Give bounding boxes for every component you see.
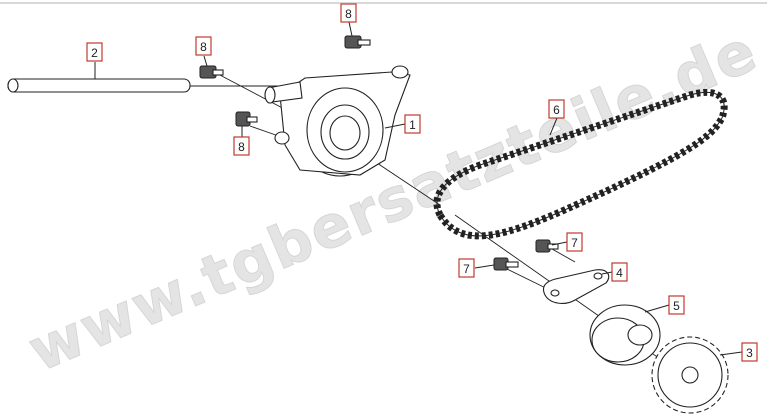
leader-lines: [94, 21, 743, 356]
bolt-part-7a: [535, 239, 559, 253]
bolt-part-7b: [493, 257, 519, 271]
svg-text:7: 7: [571, 236, 578, 250]
housing-part-1: [264, 65, 411, 177]
shaft-part-2: [7, 78, 191, 93]
callout-8a: 8: [340, 3, 357, 23]
svg-text:7: 7: [463, 262, 470, 276]
callout-7a: 7: [566, 232, 583, 252]
svg-text:4: 4: [616, 266, 623, 280]
callout-7b: 7: [458, 258, 475, 278]
callout-5: 5: [668, 295, 685, 315]
bolt-part-8c: [235, 111, 258, 127]
callout-2: 2: [86, 42, 103, 62]
chain-part-6: [433, 88, 728, 240]
hub-part-5: [589, 304, 661, 366]
svg-text:1: 1: [409, 118, 416, 132]
svg-text:3: 3: [746, 346, 753, 360]
svg-text:5: 5: [673, 299, 680, 313]
callout-8c: 8: [233, 136, 250, 156]
svg-text:8: 8: [345, 7, 352, 21]
callout-1: 1: [404, 114, 421, 134]
svg-text:8: 8: [238, 140, 245, 154]
svg-text:8: 8: [200, 40, 207, 54]
plate-part-4: [542, 269, 610, 304]
callout-8b: 8: [195, 36, 212, 56]
svg-text:6: 6: [553, 103, 560, 117]
svg-text:2: 2: [91, 46, 98, 60]
callout-3: 3: [741, 342, 758, 362]
callout-4: 4: [611, 262, 628, 282]
bolt-part-8b: [199, 65, 224, 79]
bolt-part-8a: [344, 35, 371, 49]
sprocket-part-3: [651, 336, 729, 414]
callout-6: 6: [548, 99, 565, 119]
